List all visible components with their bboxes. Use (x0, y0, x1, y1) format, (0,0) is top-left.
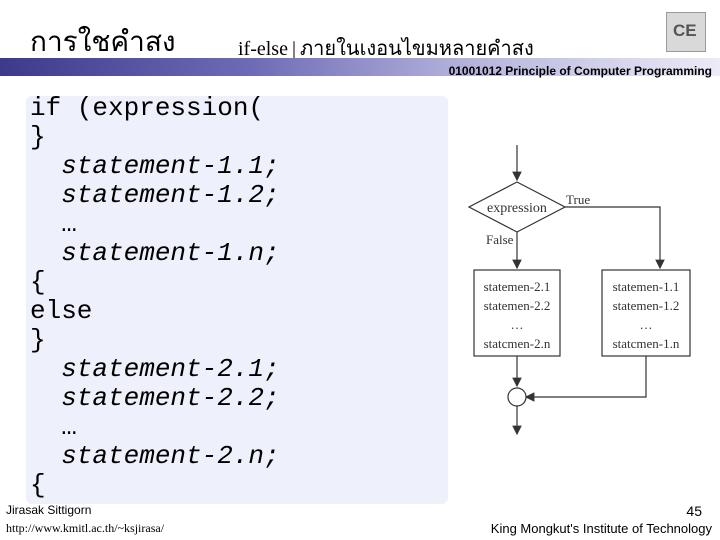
true-merge-arrow (524, 356, 647, 402)
institute-name: King Mongkut's Institute of Technology (490, 521, 712, 536)
true-block-line: statcmen-1.n (613, 336, 680, 351)
true-label: True (566, 192, 590, 207)
code-line: if (expression( (30, 93, 265, 123)
code-line: { (30, 470, 46, 500)
code-line: … (30, 209, 77, 239)
code-panel (26, 96, 448, 504)
ce-logo: CE (666, 12, 706, 52)
code-line: } (30, 122, 46, 152)
true-block-line: … (640, 317, 653, 332)
subtitle-keyword: if-else (238, 38, 288, 60)
merge-connector (507, 387, 527, 407)
code-line: statement-1.n; (30, 238, 280, 268)
false-block-line: statemen-2.2 (484, 298, 551, 313)
if-else-flowchart: expression True False statemen-2.1 state… (467, 145, 691, 436)
page-number: 45 (686, 503, 702, 519)
false-block-line: … (511, 317, 524, 332)
course-title: 01001012 Principle of Computer Programmi… (448, 64, 712, 78)
header-band (0, 58, 720, 76)
author-url: http://www.kmitl.ac.th/~ksjirasa/ (6, 521, 165, 535)
slide-subtitle: if-else|ภายในเงอนไขมหลายคำสง (238, 32, 534, 64)
subtitle-thai: ภายในเงอนไขมหลายคำสง (300, 38, 534, 60)
true-block-line: statemen-1.2 (613, 298, 680, 313)
false-label: False (486, 232, 514, 247)
code-block: if (expression( } statement-1.1; stateme… (30, 94, 280, 500)
logo-text: CE (673, 21, 697, 40)
true-branch-arrow (565, 206, 665, 270)
code-line: statement-2.2; (30, 383, 280, 413)
decision-label: expression (487, 201, 547, 216)
true-block-line: statemen-1.1 (613, 279, 680, 294)
code-line: } (30, 325, 46, 355)
false-block-line: statemen-2.1 (484, 279, 551, 294)
code-line: else (30, 296, 93, 326)
code-line: statement-2.n; (30, 441, 280, 471)
slide-title: การใชคำสง (30, 27, 176, 58)
code-line: … (30, 412, 77, 442)
subtitle-separator: | (291, 38, 296, 60)
false-block-line: statcmen-2.n (484, 336, 551, 351)
code-line: statement-2.1; (30, 354, 280, 384)
code-line: statement-1.1; (30, 151, 280, 181)
author-name: Jirasak Sittigorn (6, 503, 92, 517)
code-line: { (30, 267, 46, 297)
code-line: statement-1.2; (30, 180, 280, 210)
